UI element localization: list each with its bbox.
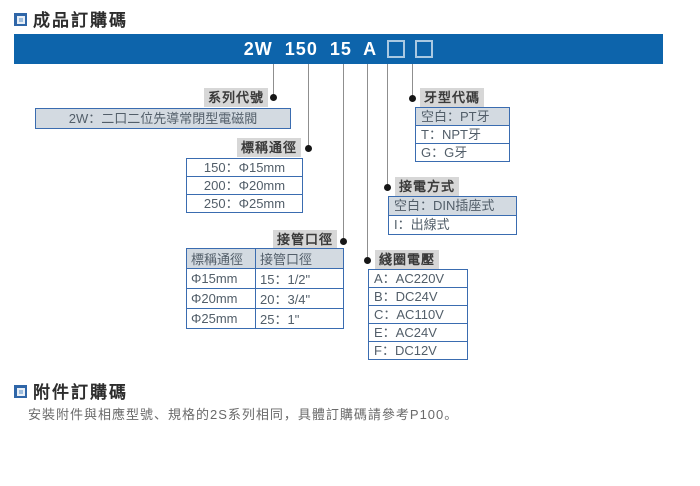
port-cell: Φ25mm: [186, 308, 256, 329]
port-size-table: 標稱通徑 接管口徑 Φ15mm 15：1/2" Φ20mm 20：3/4" Φ2…: [186, 248, 344, 329]
thread-row: 空白：PT牙: [415, 107, 510, 126]
dot-port: [340, 238, 347, 245]
label-port-size: 接管口徑: [272, 230, 337, 249]
page-title: 成品訂購碼: [33, 11, 128, 30]
dot-diameter: [305, 145, 312, 152]
section-square-icon: [14, 13, 27, 26]
diameter-row: 200：Φ20mm: [186, 176, 303, 195]
diameter-row: 250：Φ25mm: [186, 194, 303, 213]
accessory-title: 附件訂購碼: [33, 383, 128, 402]
connector-voltage: [367, 64, 368, 260]
port-table-header: 標稱通徑: [186, 248, 256, 269]
connector-thread: [412, 64, 413, 98]
thread-row: T：NPT牙: [415, 125, 510, 144]
voltage-row: E：AC24V: [368, 323, 468, 342]
port-cell: Φ15mm: [186, 268, 256, 289]
series-desc: 2W：二口二位先導常閉型電磁閥: [35, 108, 291, 129]
port-cell: 20：3/4": [255, 288, 344, 309]
label-nominal-diameter: 標稱通徑: [236, 138, 301, 157]
voltage-row: C：AC110V: [368, 305, 468, 324]
voltage-box: A：AC220V B：DC24V C：AC110V E：AC24V F：DC12…: [368, 269, 468, 360]
wiring-row: 空白：DIN插座式: [388, 196, 517, 216]
connector-diameter: [308, 64, 309, 148]
connector-series: [273, 64, 274, 97]
code-placeholder-box-2: [415, 40, 434, 58]
wiring-row: I：出線式: [388, 215, 517, 235]
dot-series: [270, 94, 277, 101]
port-cell: 15：1/2": [255, 268, 344, 289]
port-cell: 25：1": [255, 308, 344, 329]
diameter-box: 150：Φ15mm 200：Φ20mm 250：Φ25mm: [186, 158, 303, 213]
voltage-row: B：DC24V: [368, 287, 468, 306]
label-thread-type: 牙型代碼: [420, 88, 485, 107]
order-code-text: 2W 150 15 A: [243, 38, 378, 59]
code-placeholder-box-1: [387, 40, 406, 58]
port-table-header: 接管口徑: [255, 248, 344, 269]
order-code-banner: 2W 150 15 A: [14, 34, 663, 64]
port-table-row: Φ15mm 15：1/2": [186, 268, 344, 289]
accessory-note: 安裝附件與相應型號、規格的2S系列相同，具體訂購碼請參考P100。: [28, 407, 459, 422]
section-square-icon-inner: [16, 387, 25, 396]
dot-wiring: [384, 184, 391, 191]
connector-port: [343, 64, 344, 241]
label-wiring-type: 接電方式: [395, 177, 460, 196]
series-box: 2W：二口二位先導常閉型電磁閥: [35, 108, 291, 129]
label-coil-voltage: 綫圈電壓: [375, 250, 440, 269]
dot-voltage: [364, 257, 371, 264]
port-table-row: Φ20mm 20：3/4": [186, 288, 344, 309]
thread-row: G：G牙: [415, 143, 510, 162]
port-table-header-row: 標稱通徑 接管口徑: [186, 248, 344, 269]
voltage-row: A：AC220V: [368, 269, 468, 288]
port-cell: Φ20mm: [186, 288, 256, 309]
port-table-row: Φ25mm 25：1": [186, 308, 344, 329]
diameter-row: 150：Φ15mm: [186, 158, 303, 177]
connector-wiring: [387, 64, 388, 187]
thread-box: 空白：PT牙 T：NPT牙 G：G牙: [415, 107, 510, 162]
section-square-icon: [14, 385, 27, 398]
label-series-code: 系列代號: [203, 88, 268, 107]
section-square-icon-inner: [16, 15, 25, 24]
wiring-box: 空白：DIN插座式 I：出線式: [388, 196, 517, 235]
dot-thread: [409, 95, 416, 102]
voltage-row: F：DC12V: [368, 341, 468, 360]
